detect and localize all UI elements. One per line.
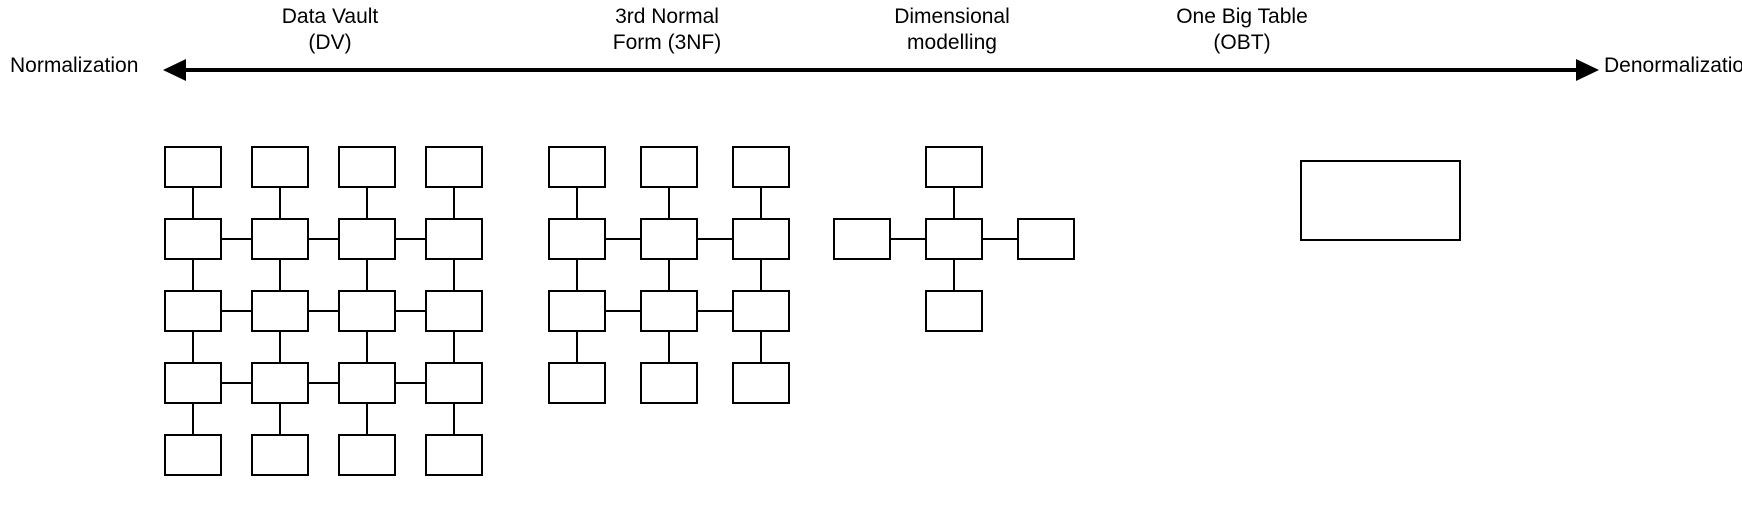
connector-vertical bbox=[191, 188, 195, 218]
connector-vertical bbox=[452, 332, 456, 362]
entity-box bbox=[640, 362, 698, 404]
entity-box bbox=[640, 146, 698, 188]
entity-box-top bbox=[925, 146, 983, 188]
entity-box bbox=[338, 362, 396, 404]
connector-vertical bbox=[278, 404, 282, 434]
arrow-right-icon bbox=[1576, 59, 1599, 81]
caption-one-big-table: One Big Table (OBT) bbox=[1092, 4, 1392, 56]
entity-box bbox=[251, 290, 309, 332]
caption-dimensional-modelling-line1: Dimensional bbox=[894, 5, 1010, 28]
connector-vertical bbox=[667, 332, 671, 362]
connector-vertical bbox=[759, 188, 763, 218]
caption-one-big-table-line1: One Big Table bbox=[1176, 5, 1308, 28]
caption-dimensional-modelling: Dimensional modelling bbox=[802, 4, 1102, 56]
entity-box bbox=[164, 218, 222, 260]
connector-vertical bbox=[365, 188, 369, 218]
connector-horizontal bbox=[309, 309, 338, 313]
connector-vertical bbox=[452, 260, 456, 290]
entity-box bbox=[251, 146, 309, 188]
entity-box bbox=[548, 290, 606, 332]
entity-box-right bbox=[1017, 218, 1075, 260]
connector-vertical bbox=[191, 332, 195, 362]
entity-box bbox=[338, 146, 396, 188]
connector-horizontal bbox=[309, 381, 338, 385]
caption-third-normal-form: 3rd Normal Form (3NF) bbox=[517, 4, 817, 56]
entity-box bbox=[425, 146, 483, 188]
caption-data-vault-line1: Data Vault bbox=[281, 5, 379, 28]
connector-horizontal bbox=[698, 309, 732, 313]
connector-vertical bbox=[759, 260, 763, 290]
connector-vertical bbox=[452, 188, 456, 218]
caption-one-big-table-line2: (OBT) bbox=[1213, 31, 1271, 54]
entity-box bbox=[548, 362, 606, 404]
connector-vertical bbox=[452, 404, 456, 434]
entity-box bbox=[251, 362, 309, 404]
connector-vertical bbox=[759, 332, 763, 362]
connector-vertical bbox=[667, 188, 671, 218]
connector-vertical bbox=[667, 260, 671, 290]
connector-vertical bbox=[952, 188, 956, 218]
connector-vertical bbox=[191, 404, 195, 434]
entity-box bbox=[164, 290, 222, 332]
connector-vertical bbox=[575, 188, 579, 218]
entity-box bbox=[548, 218, 606, 260]
connector-horizontal bbox=[222, 309, 251, 313]
entity-box bbox=[548, 146, 606, 188]
entity-box bbox=[425, 362, 483, 404]
caption-data-vault-line2: (DV) bbox=[308, 31, 352, 54]
caption-data-vault: Data Vault (DV) bbox=[180, 4, 480, 56]
spectrum-axis-line bbox=[182, 68, 1582, 72]
entity-box-one-big-table bbox=[1300, 160, 1461, 241]
entity-box bbox=[338, 218, 396, 260]
entity-box bbox=[251, 434, 309, 476]
entity-box bbox=[640, 290, 698, 332]
connector-vertical bbox=[278, 332, 282, 362]
entity-box bbox=[425, 218, 483, 260]
connector-horizontal bbox=[983, 237, 1017, 241]
entity-box bbox=[164, 434, 222, 476]
connector-horizontal bbox=[396, 381, 425, 385]
entity-box bbox=[732, 290, 790, 332]
entity-box bbox=[732, 218, 790, 260]
arrow-left-icon bbox=[163, 59, 186, 81]
caption-third-normal-form-line1: 3rd Normal bbox=[615, 5, 719, 28]
entity-box bbox=[164, 146, 222, 188]
axis-label-denormalization: Denormalization bbox=[1604, 54, 1742, 77]
connector-vertical bbox=[278, 260, 282, 290]
connector-horizontal bbox=[222, 381, 251, 385]
connector-horizontal bbox=[222, 237, 251, 241]
caption-dimensional-modelling-line2: modelling bbox=[907, 31, 997, 54]
entity-box bbox=[425, 434, 483, 476]
connector-horizontal bbox=[891, 237, 925, 241]
connector-horizontal bbox=[309, 237, 338, 241]
axis-label-normalization: Normalization bbox=[10, 54, 139, 77]
connector-vertical bbox=[952, 260, 956, 290]
entity-box-fact bbox=[925, 218, 983, 260]
entity-box bbox=[640, 218, 698, 260]
entity-box bbox=[338, 290, 396, 332]
entity-box bbox=[338, 434, 396, 476]
connector-horizontal bbox=[396, 309, 425, 313]
entity-box-bottom bbox=[925, 290, 983, 332]
connector-vertical bbox=[365, 404, 369, 434]
connector-vertical bbox=[365, 260, 369, 290]
connector-horizontal bbox=[606, 309, 640, 313]
connector-horizontal bbox=[698, 237, 732, 241]
entity-box bbox=[425, 290, 483, 332]
connector-vertical bbox=[575, 260, 579, 290]
connector-vertical bbox=[191, 260, 195, 290]
entity-box bbox=[164, 362, 222, 404]
connector-vertical bbox=[278, 188, 282, 218]
entity-box bbox=[732, 146, 790, 188]
connector-vertical bbox=[365, 332, 369, 362]
connector-horizontal bbox=[606, 237, 640, 241]
connector-vertical bbox=[575, 332, 579, 362]
entity-box bbox=[251, 218, 309, 260]
entity-box bbox=[732, 362, 790, 404]
connector-horizontal bbox=[396, 237, 425, 241]
entity-box-left bbox=[833, 218, 891, 260]
caption-third-normal-form-line2: Form (3NF) bbox=[612, 31, 722, 54]
